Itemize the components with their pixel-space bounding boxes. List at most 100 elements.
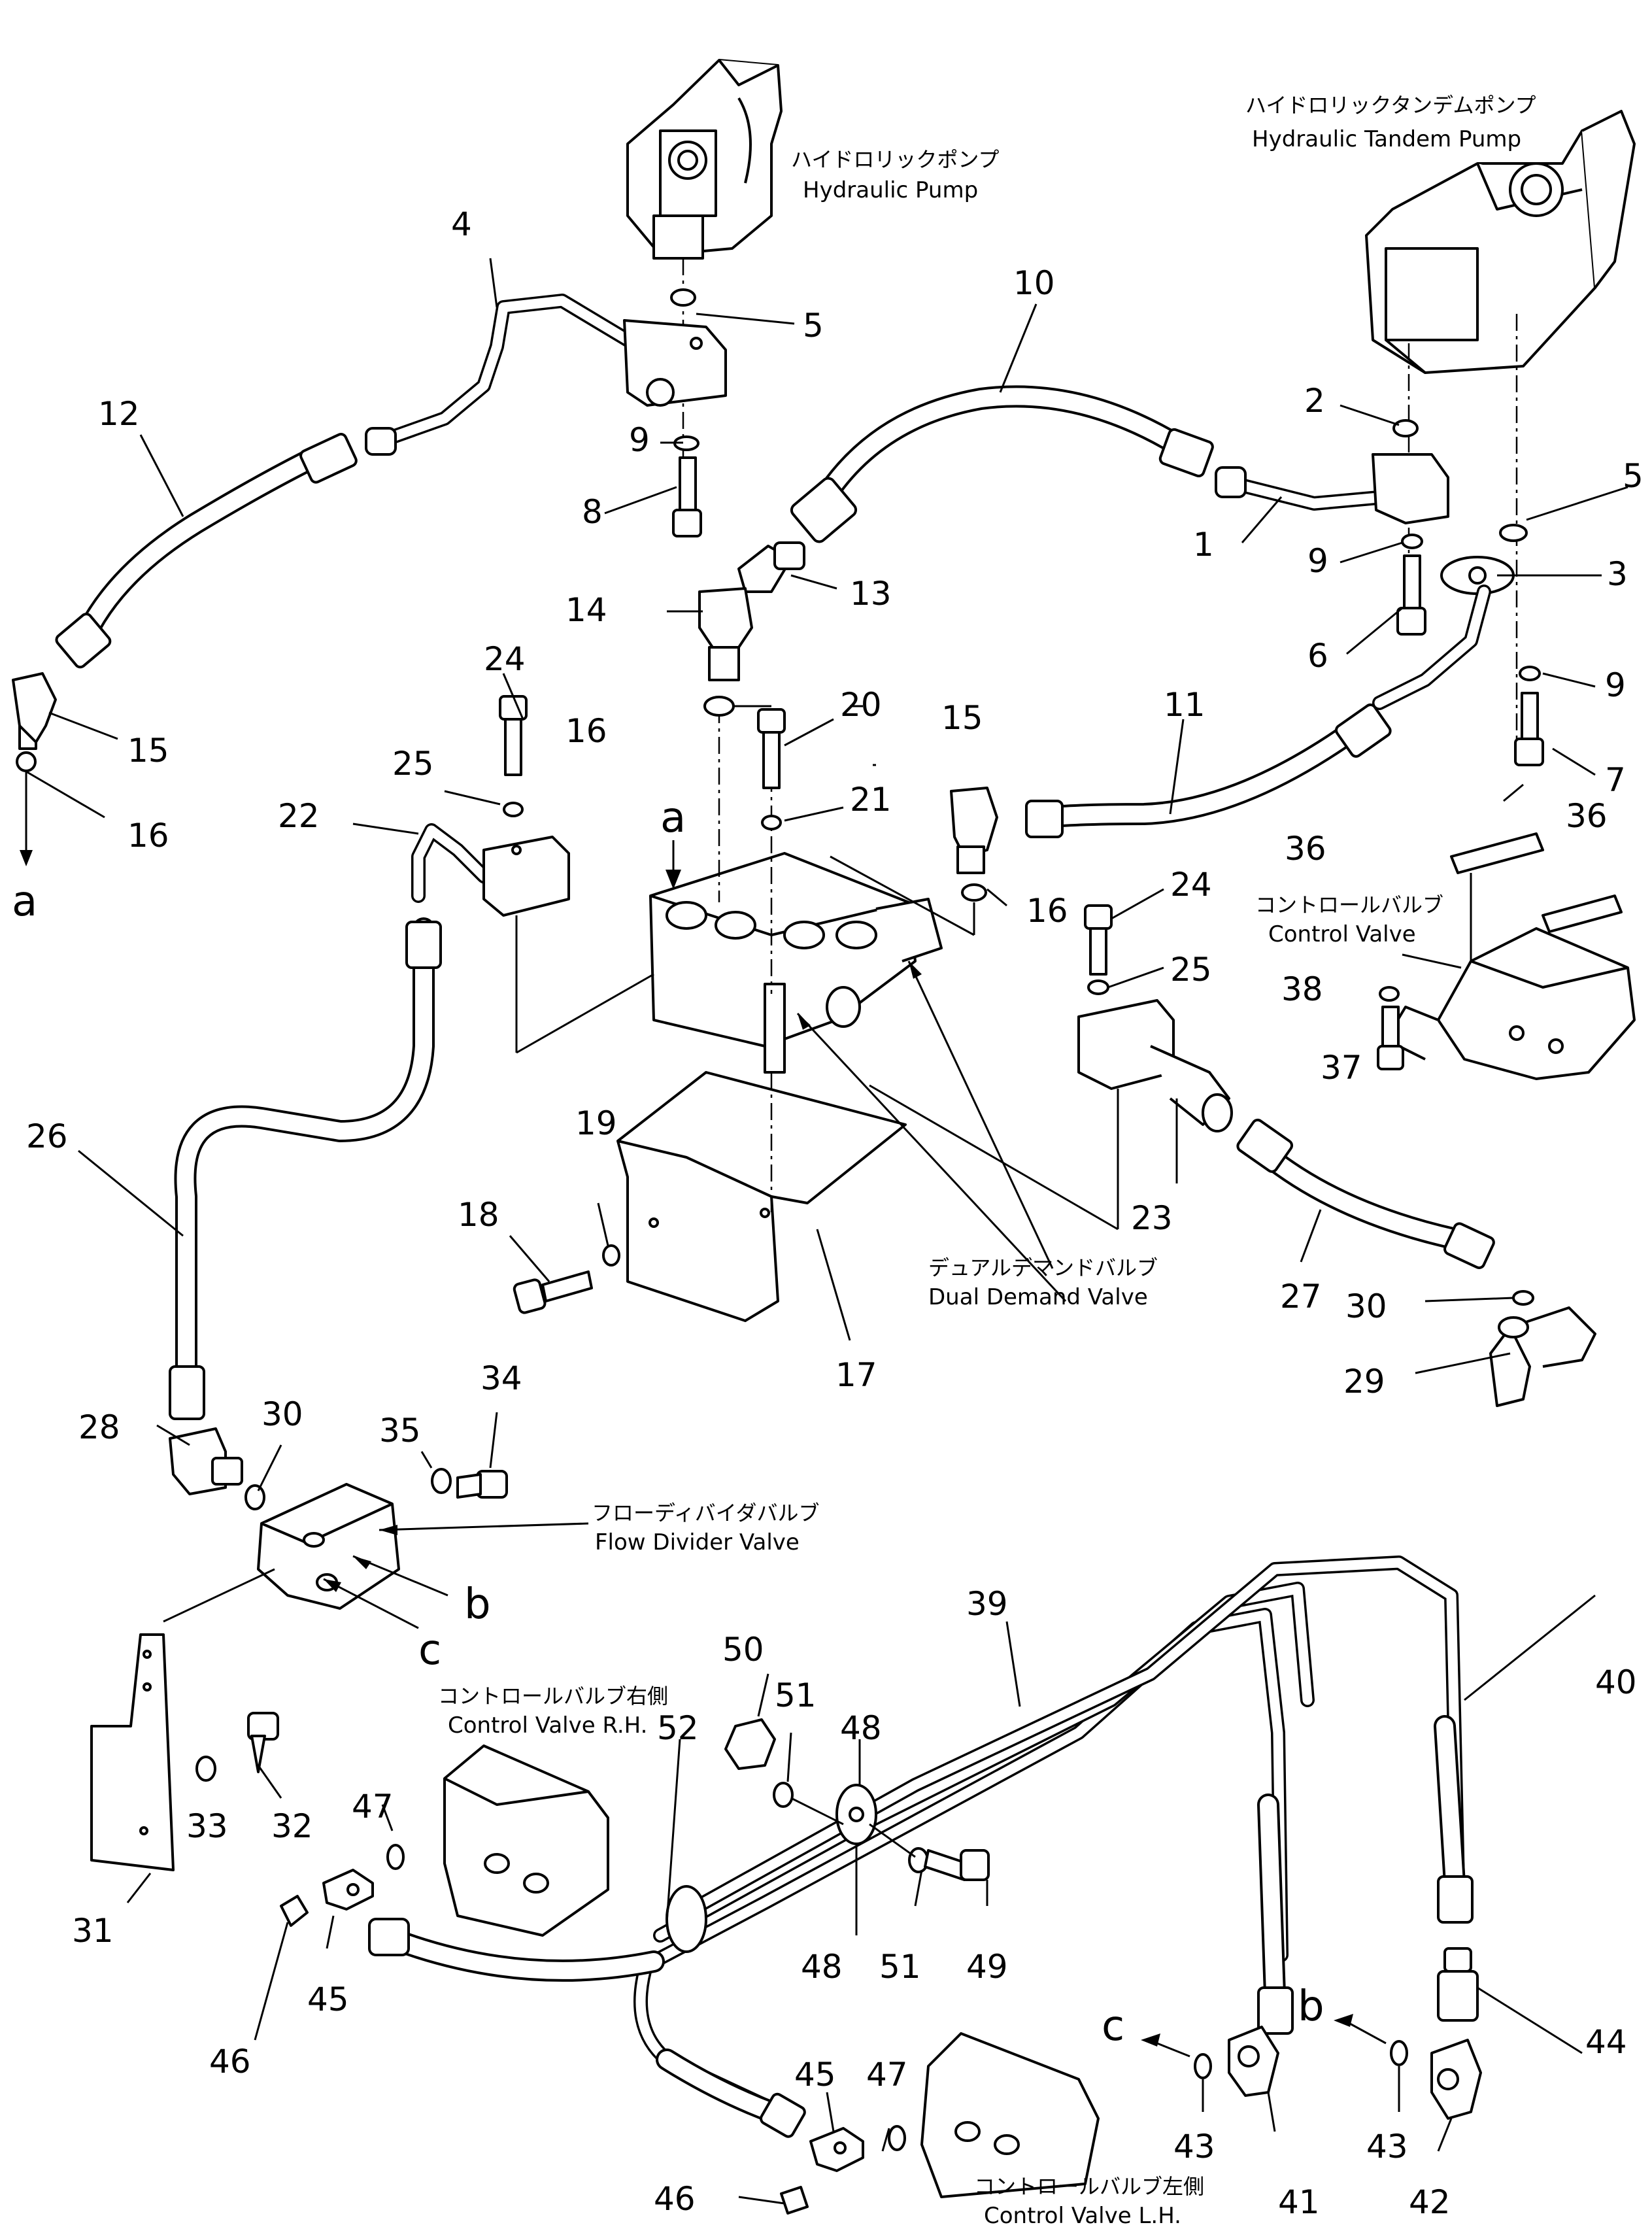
- part-number: 47: [352, 1788, 394, 1826]
- part-number: 33: [186, 1807, 228, 1845]
- flow-divider-valve-icon: [257, 1483, 400, 1610]
- part-number: 19: [575, 1104, 617, 1142]
- plug-46-lh: [780, 2186, 809, 2215]
- svg-text:ハイドロリックタンデムポンプ: ハイドロリックタンデムポンプ: [1245, 93, 1536, 118]
- svg-text:デュアルデマンドバルブ: デュアルデマンドバルブ: [928, 1255, 1158, 1280]
- hose-lh: [656, 2048, 806, 2138]
- o-ring-5-right: [1499, 524, 1528, 542]
- washer-25-right: [1087, 979, 1109, 995]
- elbow-15-left: [12, 672, 57, 750]
- control-valve-icon: [1385, 927, 1636, 1080]
- part-number: 6: [1307, 637, 1328, 675]
- washer-51-lower: [908, 1847, 929, 1873]
- washer-35: [431, 1468, 452, 1494]
- part-number: 36: [1285, 830, 1326, 868]
- hydraulic-pump-icon: [626, 59, 783, 260]
- part-number: 13: [850, 575, 892, 613]
- svg-text:Control Valve: Control Valve: [1268, 921, 1416, 947]
- elbow-14: [698, 587, 753, 681]
- elbow-28: [169, 1427, 243, 1495]
- dual-demand-valve-icon: [649, 852, 943, 1074]
- elbow-29: [1489, 1306, 1596, 1407]
- tube-1: [1215, 453, 1449, 524]
- leader-lines: [25, 258, 1628, 2205]
- part-number: 45: [307, 1980, 349, 2018]
- svg-text:Hydraulic Tandem Pump: Hydraulic Tandem Pump: [1252, 126, 1521, 152]
- part-number: 42: [1409, 2183, 1451, 2221]
- bracket-31: [90, 1633, 175, 1871]
- o-ring-43-b: [1390, 2040, 1408, 2066]
- svg-text:Hydraulic Pump: Hydraulic Pump: [803, 177, 978, 203]
- part-number: 20: [840, 686, 882, 724]
- part-number: 4: [451, 205, 472, 243]
- washer-51-upper: [773, 1782, 794, 1808]
- part-number: 48: [801, 1948, 843, 1986]
- svg-text:Control Valve R.H.: Control Valve R.H.: [448, 1712, 647, 1739]
- part-number: 36: [1566, 797, 1608, 835]
- nut-50: [724, 1718, 776, 1770]
- part-number: 50: [722, 1631, 764, 1669]
- elbow-15-right: [950, 787, 998, 874]
- control-valve-rh-label: コントロールバルブ右側 Control Valve R.H.: [438, 1684, 668, 1739]
- washer-9-right: [1519, 666, 1541, 681]
- bolt-24-right: [1084, 904, 1113, 976]
- part-number: 21: [850, 781, 892, 819]
- bracket-17: [616, 1071, 907, 1322]
- part-number: 15: [941, 699, 983, 737]
- part-number: 52: [657, 1709, 699, 1747]
- part-number: 46: [209, 2043, 251, 2081]
- fitting-23: [1077, 999, 1233, 1132]
- ref-b-lower: b: [1298, 1982, 1324, 2031]
- part-number: 9: [1307, 542, 1328, 580]
- control-valve-lh-label: コントロールバルブ左側 Control Valve L.H.: [974, 2174, 1204, 2227]
- part-number: 5: [803, 307, 824, 345]
- washer-9-mid: [1401, 534, 1423, 549]
- part-number: 43: [1366, 2128, 1408, 2166]
- part-number: 26: [26, 1117, 68, 1155]
- part-number: 51: [775, 1676, 817, 1714]
- svg-text:Flow Divider Valve: Flow Divider Valve: [595, 1529, 800, 1556]
- part-number: 47: [866, 2056, 908, 2094]
- washer-19: [602, 1244, 620, 1266]
- control-valve-lh-icon: [920, 2032, 1100, 2198]
- svg-text:ハイドロリックポンプ: ハイドロリックポンプ: [791, 147, 999, 172]
- tube-39-40: [633, 1556, 1465, 2113]
- ref-c-lower: c: [1102, 2002, 1124, 2050]
- part-number: 18: [458, 1196, 499, 1234]
- o-ring-47-rh: [386, 1844, 405, 1870]
- tube-3: [1372, 585, 1491, 710]
- washer-33: [195, 1756, 216, 1782]
- hose-27: [1236, 1118, 1495, 1269]
- svg-text:コントロールバルブ: コントロールバルブ: [1255, 892, 1443, 917]
- part-number: 24: [1170, 866, 1212, 904]
- elbow-41: [1228, 2026, 1279, 2097]
- part-number: 25: [392, 745, 434, 783]
- fitting-45-lh: [809, 2127, 864, 2172]
- part-number: 11: [1164, 686, 1205, 724]
- dual-demand-valve-label: デュアルデマンドバルブ Dual Demand Valve: [928, 1255, 1158, 1310]
- part-number: 39: [966, 1585, 1008, 1623]
- washer-21: [761, 815, 782, 830]
- bolt-49: [924, 1849, 990, 1881]
- part-number: 28: [78, 1408, 120, 1446]
- part-number: 43: [1173, 2128, 1215, 2166]
- part-number: 48: [840, 1709, 882, 1747]
- ref-a-left: a: [12, 877, 37, 926]
- gasket-36: [1450, 832, 1623, 933]
- part-number: 35: [379, 1412, 421, 1450]
- part-number: 14: [565, 591, 607, 629]
- plug-46-rh: [280, 1895, 309, 1927]
- part-number: 31: [72, 1912, 114, 1950]
- part-number: 15: [127, 732, 169, 770]
- o-ring-2: [1392, 419, 1419, 437]
- part-number: 32: [271, 1807, 313, 1845]
- svg-text:コントロールバルブ左側: コントロールバルブ左側: [974, 2174, 1204, 2199]
- part-number: 23: [1131, 1199, 1173, 1237]
- bolt-20: [757, 708, 786, 789]
- part-number: 51: [879, 1948, 921, 1986]
- part-number: 16: [565, 712, 607, 750]
- part-number: 27: [1280, 1278, 1322, 1316]
- part-number: 30: [1345, 1287, 1387, 1325]
- part-number: 30: [261, 1395, 303, 1433]
